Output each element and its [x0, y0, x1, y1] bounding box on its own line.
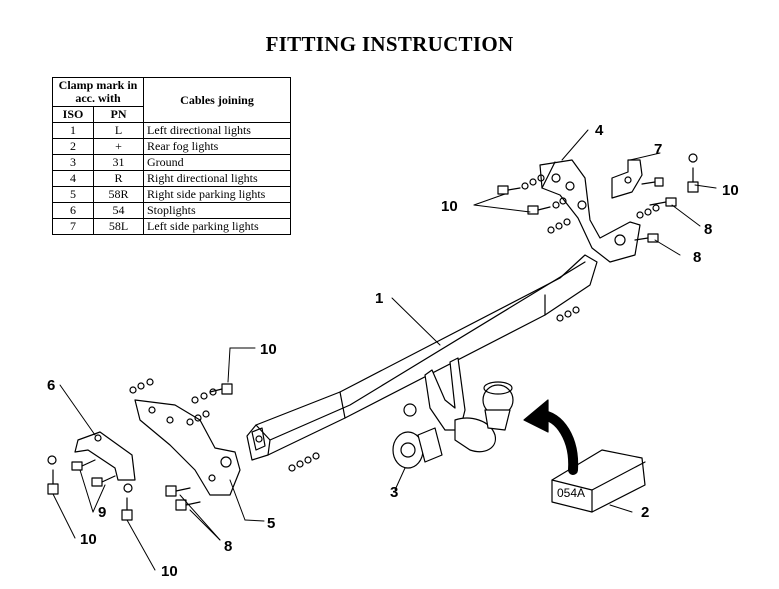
wiring-table: Clamp mark in acc. with Cables joining I… — [52, 77, 291, 235]
electrical-box: 054A — [551, 449, 646, 513]
callout-10-left-top: 10 — [260, 341, 277, 358]
callout-8-left: 8 — [224, 538, 232, 555]
left-fasteners — [47, 378, 320, 521]
page-title: FITTING INSTRUCTION — [265, 32, 514, 56]
callout-7: 7 — [654, 141, 662, 158]
callout-9: 9 — [98, 504, 106, 521]
pn-cell: 54 — [93, 202, 144, 219]
left-mounting-plate — [134, 399, 241, 496]
pn-header: PN — [93, 106, 144, 123]
description-cell: Right directional lights — [143, 170, 291, 187]
description-cell: Ground — [143, 154, 291, 171]
callout-6: 6 — [47, 377, 55, 394]
callout-8-right-upper: 8 — [704, 221, 712, 238]
description-cell: Right side parking lights — [143, 186, 291, 203]
callout-10-bottom: 10 — [161, 563, 178, 580]
right-fasteners — [497, 153, 699, 322]
bracket-6 — [74, 431, 136, 481]
callout-10-right-vertical: 10 — [722, 182, 739, 199]
callout-3: 3 — [390, 484, 398, 501]
callout-10-right-bolts: 10 — [441, 198, 458, 215]
description-cell: Left side parking lights — [143, 218, 291, 235]
box-label: 054A — [557, 486, 585, 500]
callout-8-right-lower: 8 — [693, 249, 701, 266]
description-cell: Stoplights — [143, 202, 291, 219]
clamp-mark-header: Clamp mark in acc. with — [52, 77, 144, 107]
callout-1: 1 — [375, 290, 383, 307]
callout-10-left-bottom: 10 — [80, 531, 97, 548]
tow-hitch-assembly — [392, 357, 514, 469]
callout-5: 5 — [267, 515, 275, 532]
bracket-7 — [611, 159, 643, 199]
callout-4: 4 — [595, 122, 604, 139]
cables-joining-header: Cables joining — [143, 77, 291, 123]
pn-cell: 58L — [93, 218, 144, 235]
iso-cell: 7 — [52, 218, 94, 235]
towbar-crossbar — [246, 254, 598, 461]
callout-2: 2 — [641, 504, 649, 521]
pn-cell: 31 — [93, 154, 144, 171]
insert-arrow — [523, 399, 579, 475]
leader-lines — [52, 129, 717, 571]
